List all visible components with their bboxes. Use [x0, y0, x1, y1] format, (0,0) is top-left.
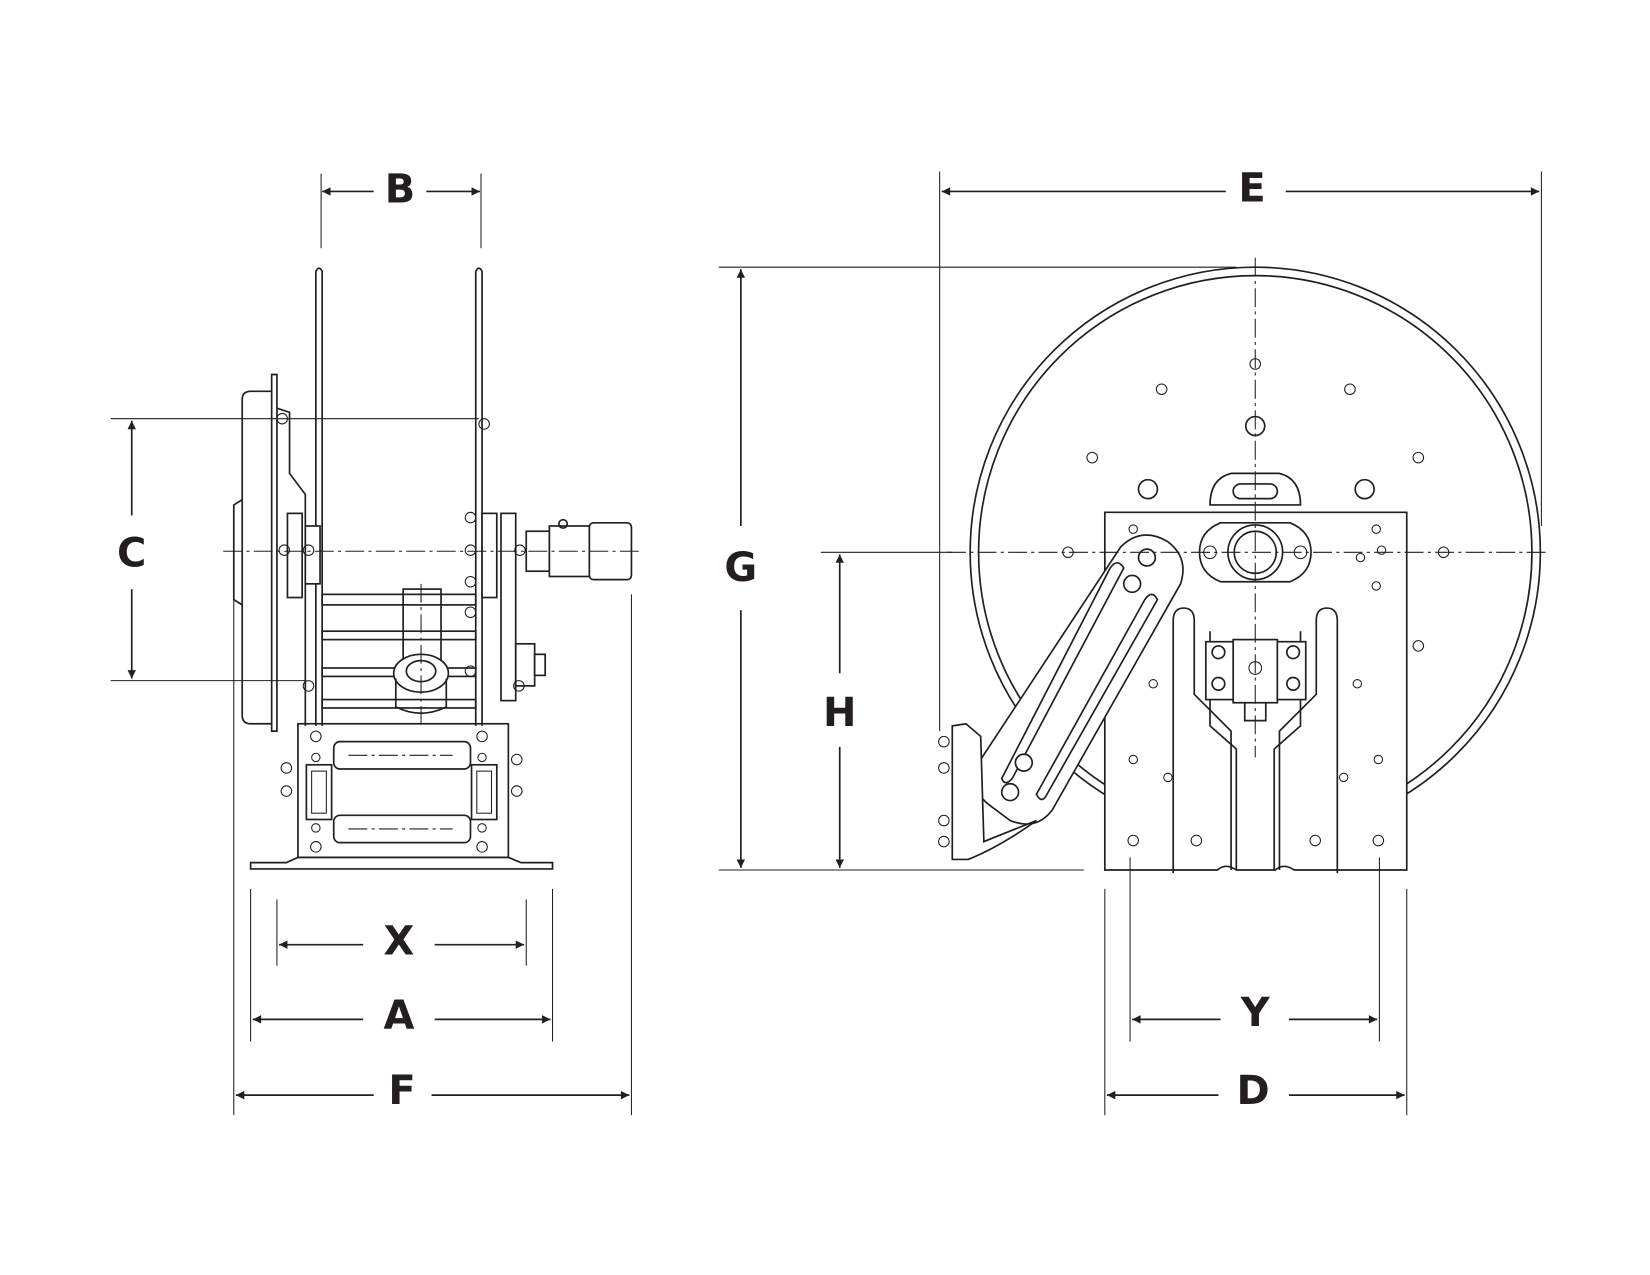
dimension-label-h: H [823, 690, 856, 736]
dimension-label-e: E [1238, 165, 1265, 211]
dimension-label-b: B [385, 166, 415, 212]
dimension-label-a: A [383, 993, 414, 1039]
dimension-label-d: D [1237, 1068, 1270, 1114]
motor-cover [241, 390, 272, 725]
front-view [938, 257, 1547, 874]
dimension-label-y: Y [1240, 990, 1271, 1036]
dimension-label-g: G [724, 545, 757, 591]
base-plate [249, 856, 554, 870]
side-view [223, 267, 642, 870]
arm-bracket [951, 722, 1037, 861]
dimension-label-x: X [384, 919, 415, 965]
dimension-label-c: C [117, 530, 146, 576]
reel-flange-right [474, 267, 483, 726]
motor-flange [270, 373, 278, 732]
side-dimensions: B C X A F [110, 166, 632, 1116]
reel-flange-left [315, 267, 323, 726]
dimension-label-f: F [388, 1068, 415, 1114]
front-dimensions: E G H Y D [718, 165, 1542, 1116]
